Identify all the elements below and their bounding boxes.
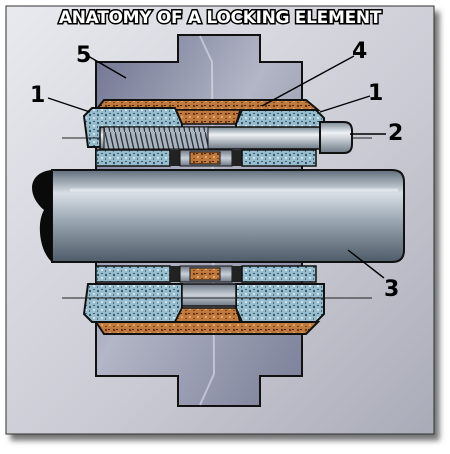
inner-ring-left-upper-foot xyxy=(95,149,171,167)
callout-4: 4 xyxy=(352,39,367,64)
gap-dark-2 xyxy=(232,150,242,166)
callout-5: 5 xyxy=(76,43,91,68)
gap-dark-1 xyxy=(170,150,180,166)
callout-2: 2 xyxy=(388,121,403,146)
shaft-break-end xyxy=(32,170,52,262)
inner-cone-ring-right-lower xyxy=(235,283,325,323)
inner-ring-right-lower-foot xyxy=(241,265,317,283)
gap-dark-4 xyxy=(232,266,242,282)
callout-1-right: 1 xyxy=(368,81,383,106)
leader-5 xyxy=(87,55,127,79)
gap-dark-3 xyxy=(170,266,180,282)
callout-3: 3 xyxy=(384,277,399,302)
inner-cone-ring-left-lower xyxy=(82,283,183,323)
inner-ring-left-lower-foot xyxy=(95,265,171,283)
callout-1-left: 1 xyxy=(30,83,45,108)
leader-1-right xyxy=(319,95,371,113)
inner-ring-right-upper-foot xyxy=(241,149,317,167)
bolt-hole-lower xyxy=(181,283,237,307)
outer-ring-lower xyxy=(94,321,321,335)
leader-4 xyxy=(261,55,355,107)
leader-1-left xyxy=(47,97,91,113)
diagram-title: ANATOMY OF A LOCKING ELEMENT xyxy=(59,8,382,28)
shaft xyxy=(51,169,405,263)
copper-insert-upper xyxy=(189,151,221,165)
outer-ring-wedge-lower xyxy=(173,307,241,323)
outer-ring-wedge-upper xyxy=(173,109,241,125)
bolt-thread xyxy=(103,126,209,150)
leader-3 xyxy=(347,249,385,279)
copper-insert-lower xyxy=(189,267,221,281)
bolt-head xyxy=(319,121,353,154)
